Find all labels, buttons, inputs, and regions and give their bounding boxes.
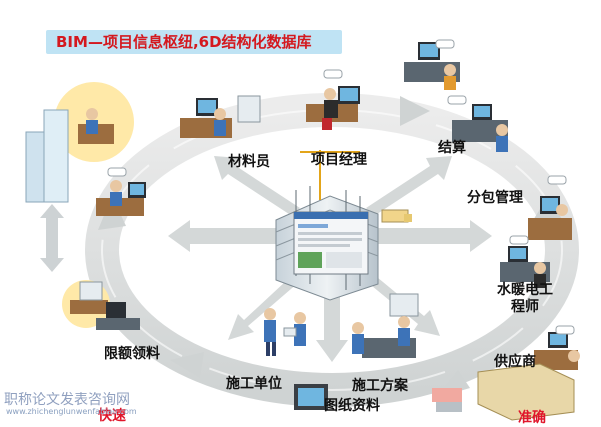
- label-drawings: 图纸资料: [324, 398, 380, 414]
- supplier-warehouse: [432, 363, 575, 421]
- watermark-url: www.zhichenglunwenfabiao.com: [6, 407, 137, 416]
- label-materials-clerk: 材料员: [228, 154, 270, 170]
- diagram-title: BIM—项目信息枢纽,6D结构化数据库: [46, 30, 342, 54]
- ring-arrow-top: [400, 96, 430, 126]
- workstation-subcontract: [528, 196, 572, 240]
- radial-arrow-right: [372, 220, 492, 252]
- radial-arrow-left: [168, 220, 290, 252]
- office-building-cluster: [25, 82, 134, 203]
- tag-accurate: 准确: [518, 410, 546, 426]
- workstation-quota: [62, 280, 140, 330]
- workstation-mep: [500, 246, 550, 288]
- speech-bubbles: [107, 39, 575, 335]
- workstation-top-left: [180, 95, 261, 138]
- label-supplier: 供应商: [494, 354, 536, 370]
- workstation-settlement: [452, 104, 508, 152]
- tag-fast: 快速: [98, 408, 126, 424]
- label-subcontract-mgmt: 分包管理: [467, 190, 523, 206]
- label-construction-plan: 施工方案: [352, 378, 408, 394]
- delivery-truck: [381, 209, 412, 223]
- label-quota-materials: 限额领料: [104, 346, 160, 362]
- ring-arrow-bottom-left: [170, 352, 204, 378]
- workstation-top: [306, 86, 360, 130]
- workstation-supplier: [534, 332, 580, 370]
- radial-arrow-down: [316, 278, 348, 362]
- radial-arrow-down-left: [228, 268, 306, 340]
- radial-arrow-up-left: [214, 156, 300, 216]
- radial-arrow-up-right: [366, 156, 452, 216]
- radial-arrows: [168, 156, 492, 362]
- label-contractor: 施工单位: [226, 376, 282, 392]
- left-double-arrow: [40, 204, 64, 272]
- workstation-plan: [352, 293, 419, 358]
- watermark-site-name: 职称论文发表咨询网: [4, 392, 130, 408]
- workstation-drawings: [294, 384, 328, 410]
- label-settlement: 结算: [438, 140, 466, 156]
- label-project-manager: 项目经理: [311, 152, 367, 168]
- workstation-left: [96, 180, 146, 216]
- workstation-top-right: [404, 42, 460, 90]
- label-mep-engineer: 水暖电工程师: [497, 282, 553, 315]
- workers-contractor: [264, 308, 306, 356]
- central-bim-model: [275, 150, 379, 301]
